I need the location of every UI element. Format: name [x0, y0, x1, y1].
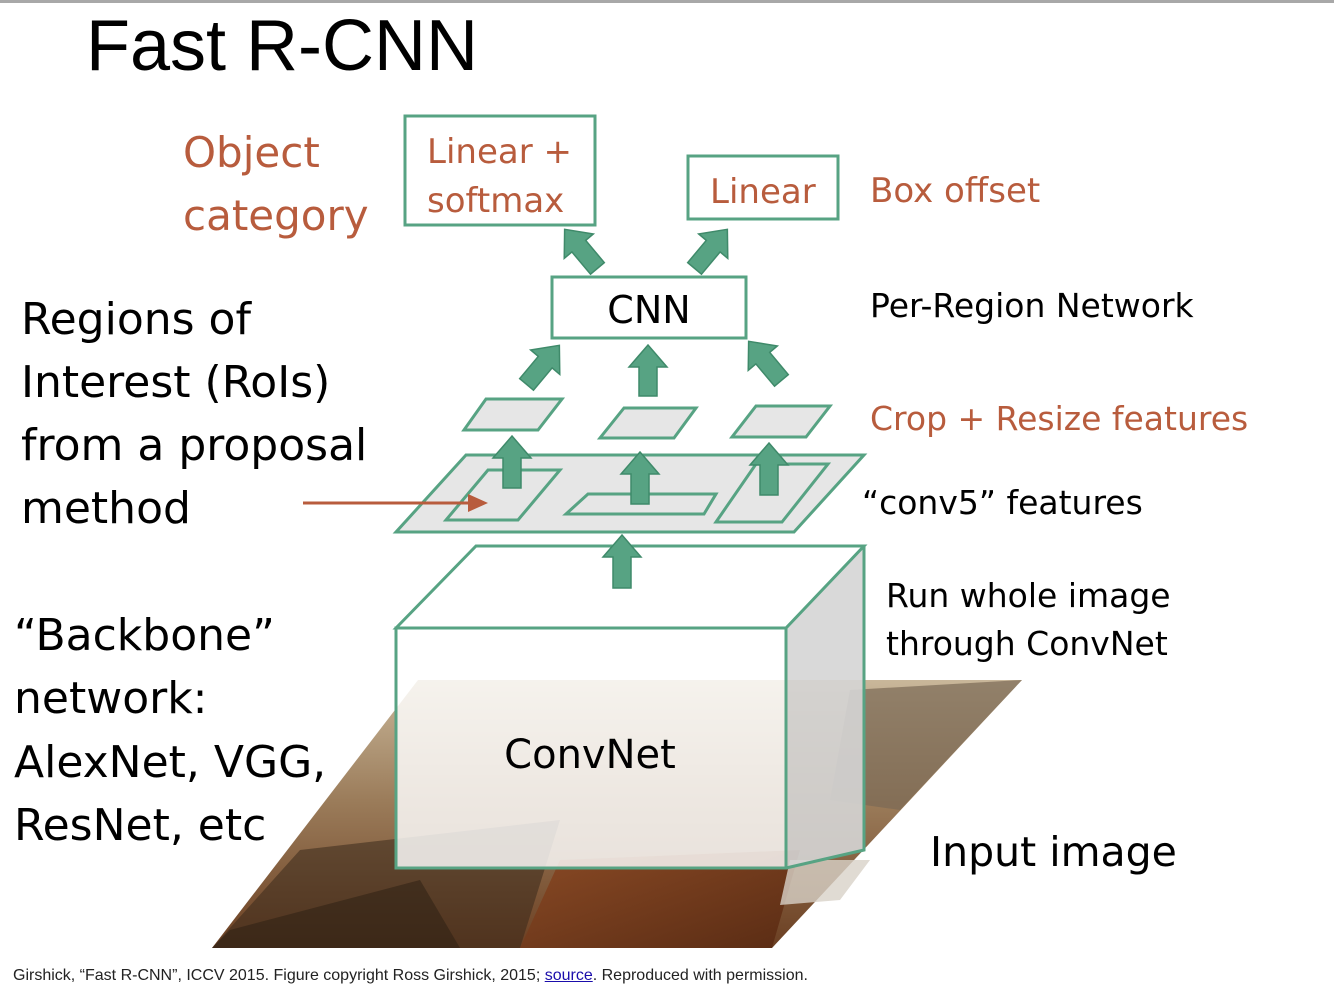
arrow-up-roi-2 [619, 450, 661, 505]
arrow-crop-3-to-cnn [747, 340, 790, 388]
arrow-up-convnet [601, 533, 643, 589]
arrow-cnn-to-softmax [563, 228, 606, 276]
arrow-cnn-to-linear [686, 228, 729, 276]
crop-feature-3 [728, 404, 834, 439]
citation-footer: Girshick, “Fast R-CNN”, ICCV 2015. Figur… [13, 967, 808, 985]
box-offset-label: Box offset [870, 171, 1040, 211]
crop-feature-1 [461, 397, 566, 432]
run-whole-image-line1: Run whole image [886, 576, 1171, 615]
object-category-line1: Object [183, 128, 320, 177]
object-category-line2: category [183, 191, 369, 240]
bbox-head-box: Linear [686, 154, 840, 221]
roi-box-2 [562, 492, 719, 516]
source-link[interactable]: source [544, 967, 593, 984]
citation-tail: . Reproduced with permission. [592, 967, 808, 984]
input-image-label: Input image [930, 828, 1177, 876]
rois-line2: Interest (RoIs) [21, 357, 330, 408]
top-rule [0, 0, 1334, 3]
rois-line4: method [21, 483, 191, 534]
arrow-up-crop-2 [627, 343, 669, 397]
crop-resize-label: Crop + Resize features [870, 399, 1248, 438]
flow-arrows [491, 228, 790, 589]
backbone-line3: AlexNet, VGG, [14, 737, 326, 788]
softmax-head-line1: Linear + [427, 132, 572, 172]
arrow-up-roi-1 [491, 434, 533, 489]
roi-box-3 [713, 462, 832, 524]
citation-text: Girshick, “Fast R-CNN”, ICCV 2015. Figur… [13, 967, 545, 984]
convnet-label: ConvNet [504, 732, 676, 778]
conv5-features-label: “conv5” features [862, 483, 1143, 522]
rois-line1: Regions of [21, 294, 252, 345]
arrow-up-roi-3 [748, 441, 790, 496]
backbone-line1: “Backbone” [14, 610, 275, 661]
crop-feature-2 [596, 406, 699, 440]
bbox-head-label: Linear [710, 172, 816, 212]
softmax-head-box: Linear + softmax [403, 114, 597, 227]
backbone-line4: ResNet, etc [14, 800, 266, 851]
cnn-box: CNN [550, 275, 748, 340]
backbone-line2: network: [14, 673, 208, 724]
roi-pointer-arrow [303, 494, 488, 512]
slide-title: Fast R-CNN [86, 6, 478, 86]
arrow-crop-1-to-cnn [518, 344, 561, 392]
softmax-head-line2: softmax [427, 181, 564, 221]
cnn-label: CNN [607, 288, 690, 332]
convnet-box: ConvNet [392, 544, 868, 870]
cropped-features [461, 397, 834, 440]
per-region-network-label: Per-Region Network [870, 286, 1195, 325]
rois-line3: from a proposal [21, 420, 367, 471]
run-whole-image-line2: through ConvNet [886, 624, 1168, 663]
